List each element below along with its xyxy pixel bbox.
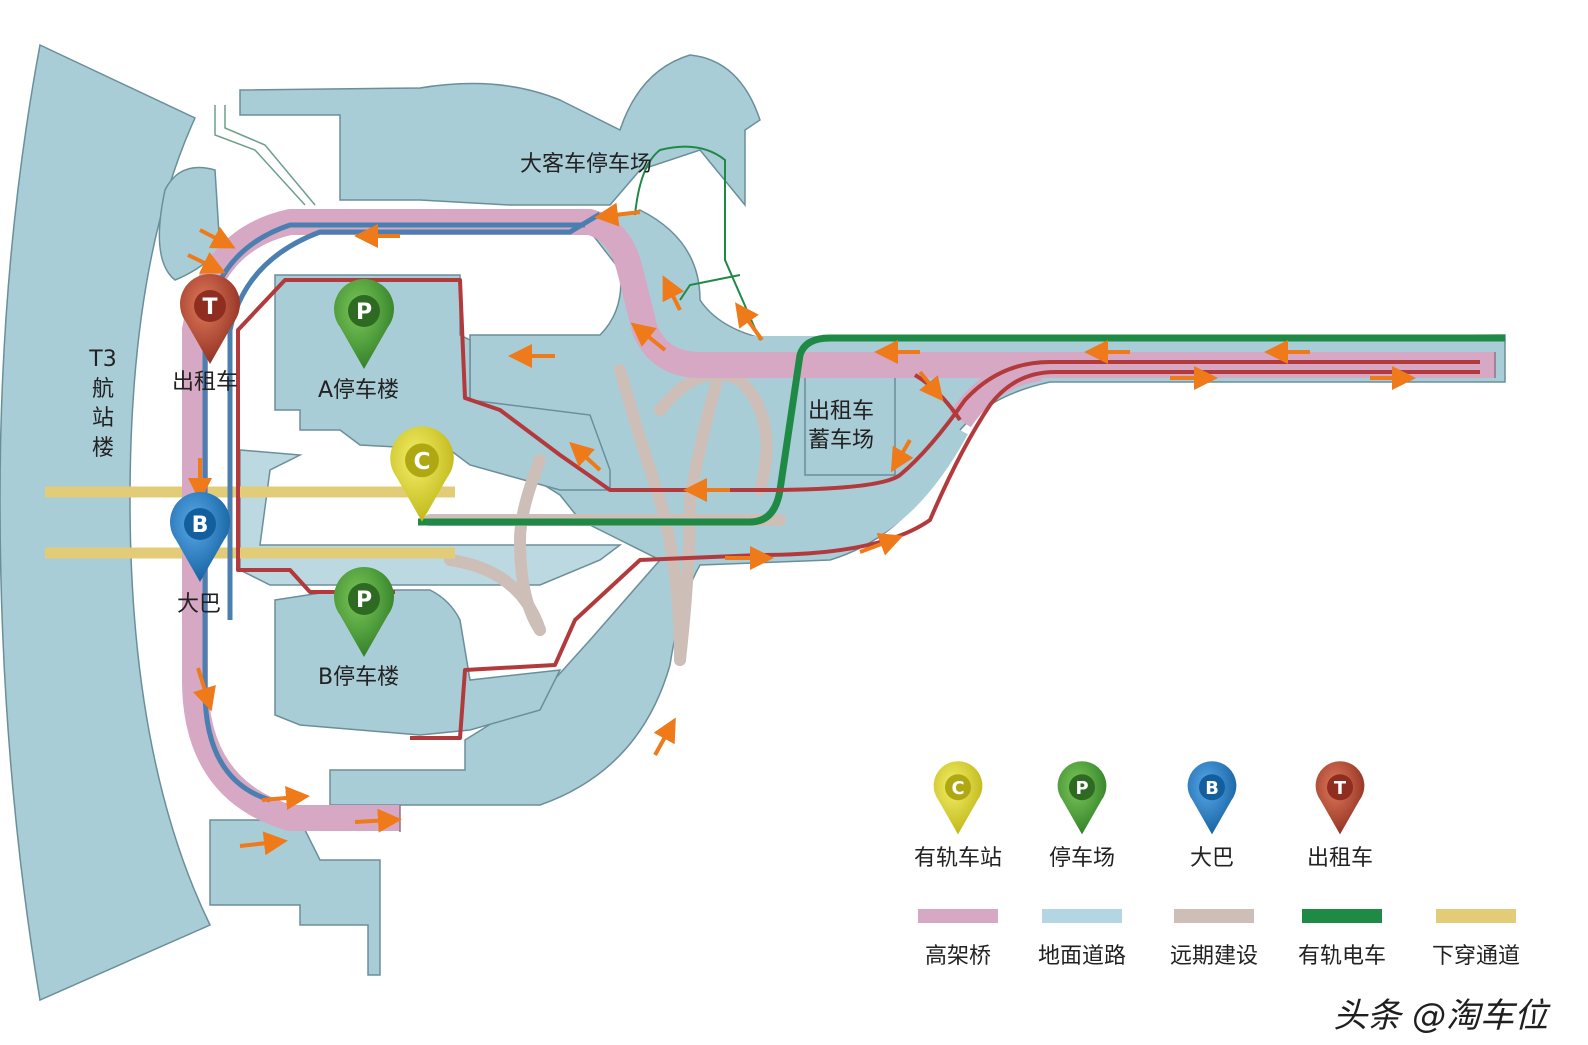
legend-pin-taxi: T	[1315, 761, 1365, 835]
parking-b-label: B停车楼	[318, 665, 400, 690]
underpass-lines	[45, 486, 455, 559]
bus-label: 大巴	[177, 592, 222, 617]
terminal-label-4: 楼	[91, 436, 114, 462]
pin-bus[interactable]: B	[166, 488, 234, 584]
watermark: 头条 @淘车位	[1333, 996, 1548, 1036]
pin-bus-letter: B	[192, 513, 209, 538]
taxi-pool-line1: 出租车	[808, 399, 875, 424]
pin-parking-a[interactable]: P	[330, 275, 398, 371]
taxi-label: 出租车	[172, 370, 239, 395]
pin-tram-letter: C	[413, 448, 430, 475]
terminal-building	[0, 43, 212, 1002]
legend-pin-bus-letter: B	[1205, 778, 1219, 799]
access-lines	[214, 105, 316, 206]
pin-tram-station[interactable]: C	[386, 422, 458, 524]
direction-arrows	[187, 202, 1416, 856]
taxi-pool-label: 出租车 蓄车场	[808, 398, 874, 455]
legend-swatch-underpass	[1436, 909, 1516, 923]
terminal-label-1: T3	[89, 347, 117, 372]
legend-swatch-elevated	[918, 909, 998, 923]
legend-pin-parking-letter: P	[1075, 778, 1088, 799]
pin-taxi[interactable]: T	[176, 270, 244, 366]
legend-label-parking: 停车场	[1048, 846, 1115, 871]
legend-pin-taxi-letter: T	[1334, 778, 1347, 799]
legend-label-elevated: 高架桥	[924, 944, 991, 969]
ground-areas	[158, 54, 1506, 976]
legend-label-bus: 大巴	[1189, 846, 1234, 871]
legend-swatch-ground	[1042, 909, 1122, 923]
legend-label-taxi: 出租车	[1306, 846, 1373, 871]
legend-label-ground: 地面道路	[1037, 944, 1126, 969]
terminal-label-2: 航	[91, 376, 114, 402]
legend-label-tram-line: 有轨电车	[1297, 944, 1386, 969]
legend-pin-bus: B	[1187, 761, 1237, 835]
legend-pin-tram-letter: C	[951, 778, 964, 799]
legend-label-underpass: 下穿通道	[1431, 944, 1520, 969]
terminal-label: T3 航 站 楼	[88, 345, 118, 464]
pin-parking-b[interactable]: P	[330, 563, 398, 659]
legend-label-future: 远期建设	[1169, 944, 1258, 969]
pin-parking-b-letter: P	[356, 588, 372, 613]
legend-swatch-future	[1174, 909, 1254, 923]
pin-taxi-letter: T	[202, 295, 217, 320]
bus-parking-label: 大客车停车场	[520, 152, 653, 177]
tram-line	[418, 334, 1505, 526]
pin-parking-a-letter: P	[356, 300, 372, 325]
legend-label-tram: 有轨车站	[913, 846, 1002, 871]
terminal-label-3: 站	[91, 406, 114, 432]
legend-swatch-tram	[1302, 909, 1382, 923]
parking-a-label: A停车楼	[318, 378, 400, 403]
legend-pin-parking: P	[1057, 761, 1107, 835]
legend-pin-tram: C	[933, 761, 983, 835]
taxi-pool-line2: 蓄车场	[808, 427, 875, 453]
